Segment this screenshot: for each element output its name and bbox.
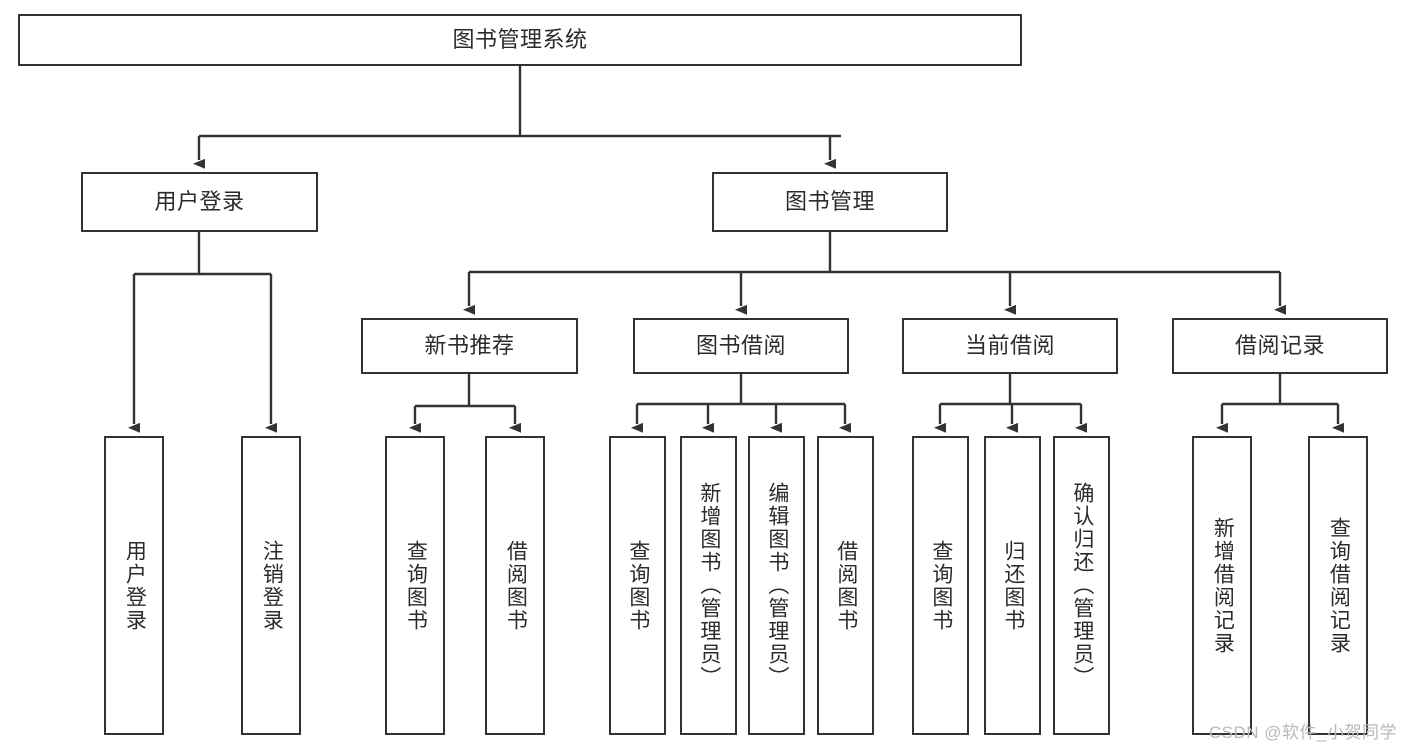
node-leaf-logout-label: 注销登录 <box>260 539 284 632</box>
node-leaf-query-book-new[interactable]: 查询图书 <box>385 436 445 735</box>
node-leaf-query-book-current-label: 查询图书 <box>929 539 953 632</box>
node-leaf-query-book-borrow[interactable]: 查询图书 <box>609 436 666 735</box>
node-current-borrow-label: 当前借阅 <box>964 332 1055 358</box>
node-leaf-add-borrow-record-label: 新增借阅记录 <box>1211 516 1235 655</box>
node-leaf-borrow-book[interactable]: 借阅图书 <box>817 436 874 735</box>
node-leaf-query-book-current[interactable]: 查询图书 <box>912 436 969 735</box>
node-root[interactable]: 图书管理系统 <box>18 14 1022 66</box>
node-leaf-add-borrow-record[interactable]: 新增借阅记录 <box>1192 436 1252 735</box>
node-root-label: 图书管理系统 <box>452 26 588 52</box>
node-user-login-label: 用户登录 <box>154 188 245 214</box>
node-leaf-add-book-admin-label: 新增图书（管理员） <box>697 482 721 689</box>
node-book-borrow-label: 图书借阅 <box>695 332 786 358</box>
node-leaf-borrow-book-label: 借阅图书 <box>834 539 858 632</box>
node-leaf-borrow-book-new-label: 借阅图书 <box>504 539 528 632</box>
node-current-borrow[interactable]: 当前借阅 <box>902 318 1118 374</box>
node-new-book-recommend[interactable]: 新书推荐 <box>361 318 578 374</box>
node-leaf-logout[interactable]: 注销登录 <box>241 436 301 735</box>
node-new-book-recommend-label: 新书推荐 <box>424 332 515 358</box>
node-leaf-query-book-borrow-label: 查询图书 <box>626 539 650 632</box>
watermark-text: CSDN @软件_小贺同学 <box>1208 723 1397 742</box>
node-leaf-user-login-label: 用户登录 <box>123 539 147 632</box>
node-book-manage-label: 图书管理 <box>784 188 875 214</box>
node-borrow-record-label: 借阅记录 <box>1234 332 1325 358</box>
node-leaf-edit-book-admin[interactable]: 编辑图书（管理员） <box>748 436 805 735</box>
node-user-login[interactable]: 用户登录 <box>81 172 318 232</box>
node-leaf-borrow-book-new[interactable]: 借阅图书 <box>485 436 545 735</box>
node-leaf-edit-book-admin-label: 编辑图书（管理员） <box>765 482 789 689</box>
node-borrow-record[interactable]: 借阅记录 <box>1172 318 1388 374</box>
node-leaf-user-login[interactable]: 用户登录 <box>104 436 164 735</box>
node-leaf-return-book-label: 归还图书 <box>1001 539 1025 632</box>
node-leaf-query-borrow-record-label: 查询借阅记录 <box>1327 516 1351 655</box>
node-book-borrow[interactable]: 图书借阅 <box>633 318 849 374</box>
node-leaf-confirm-return-admin[interactable]: 确认归还（管理员） <box>1053 436 1110 735</box>
node-leaf-query-book-new-label: 查询图书 <box>404 539 428 632</box>
node-leaf-return-book[interactable]: 归还图书 <box>984 436 1041 735</box>
node-leaf-confirm-return-admin-label: 确认归还（管理员） <box>1070 482 1094 689</box>
node-leaf-add-book-admin[interactable]: 新增图书（管理员） <box>680 436 737 735</box>
node-book-manage[interactable]: 图书管理 <box>712 172 948 232</box>
node-leaf-query-borrow-record[interactable]: 查询借阅记录 <box>1308 436 1368 735</box>
